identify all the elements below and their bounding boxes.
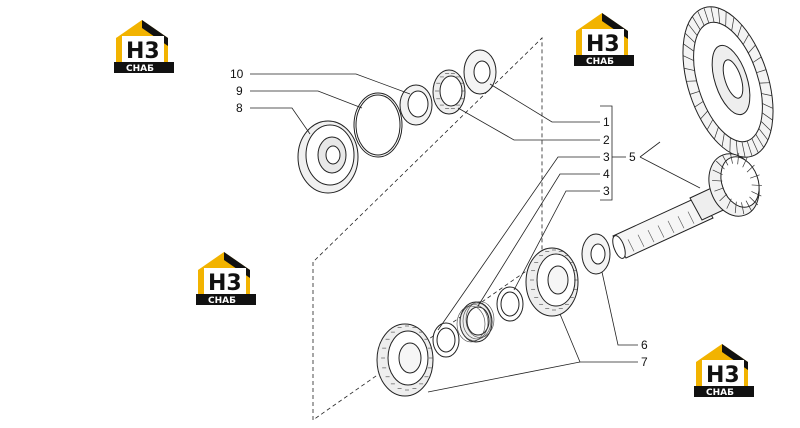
logo-text: СНАБ xyxy=(706,388,734,398)
logo-text: СНАБ xyxy=(586,57,614,67)
callout-6: 6 xyxy=(641,338,648,352)
callout-4: 4 xyxy=(603,167,610,181)
ring-gear xyxy=(682,6,774,158)
logo-watermark-icon: H3 СНАБ xyxy=(572,9,636,67)
spacer-3b xyxy=(496,286,524,322)
callout-1: 1 xyxy=(603,115,610,129)
seal-10 xyxy=(399,84,433,126)
bearing-7-lower xyxy=(376,323,434,397)
washer-1 xyxy=(463,49,497,95)
logo-watermark-icon: H3 СНАБ xyxy=(112,16,176,74)
leader-lines xyxy=(250,73,701,393)
logo-watermark-icon: H3 СНАБ xyxy=(194,248,258,306)
callout-2: 2 xyxy=(603,133,610,147)
logo-mark: H3 xyxy=(208,271,242,296)
logo-mark: H3 xyxy=(706,363,740,388)
callout-7: 7 xyxy=(641,355,648,369)
bearing-8 xyxy=(297,120,359,194)
logo-mark: H3 xyxy=(126,39,160,64)
callout-8: 8 xyxy=(236,101,243,115)
callout-10: 10 xyxy=(230,67,244,81)
snap-ring-9 xyxy=(353,92,403,158)
callout-5: 5 xyxy=(629,150,636,164)
spacer-3 xyxy=(432,322,460,358)
logo-text: СНАБ xyxy=(208,296,236,306)
logo-text: СНАБ xyxy=(126,64,154,74)
bearing-2 xyxy=(432,69,466,115)
sleeve-4 xyxy=(456,301,495,343)
bearing-7-upper xyxy=(525,247,579,317)
callout-9: 9 xyxy=(236,84,243,98)
callout-3a: 3 xyxy=(603,150,610,164)
logo-watermark-icon: H3 СНАБ xyxy=(692,340,756,398)
logo-mark: H3 xyxy=(586,32,620,57)
pinion-shaft xyxy=(612,151,762,259)
washer-6 xyxy=(581,233,611,275)
callout-3b: 3 xyxy=(603,184,610,198)
